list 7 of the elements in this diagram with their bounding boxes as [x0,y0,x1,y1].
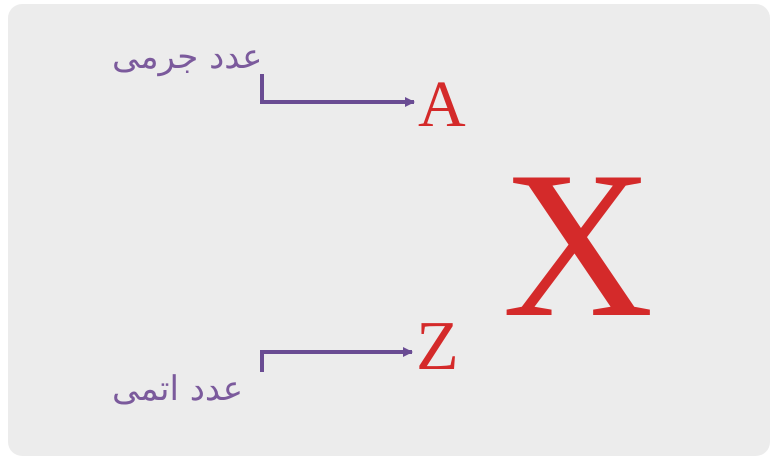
symbol-letter: A [418,72,466,138]
arrow [260,347,413,372]
caption-text: عدد جرمی [112,40,262,74]
arrow [260,74,415,107]
symbol-letter: X [502,140,654,350]
symbol-letter: Z [416,312,459,382]
caption-text: عدد اتمی [112,372,243,406]
